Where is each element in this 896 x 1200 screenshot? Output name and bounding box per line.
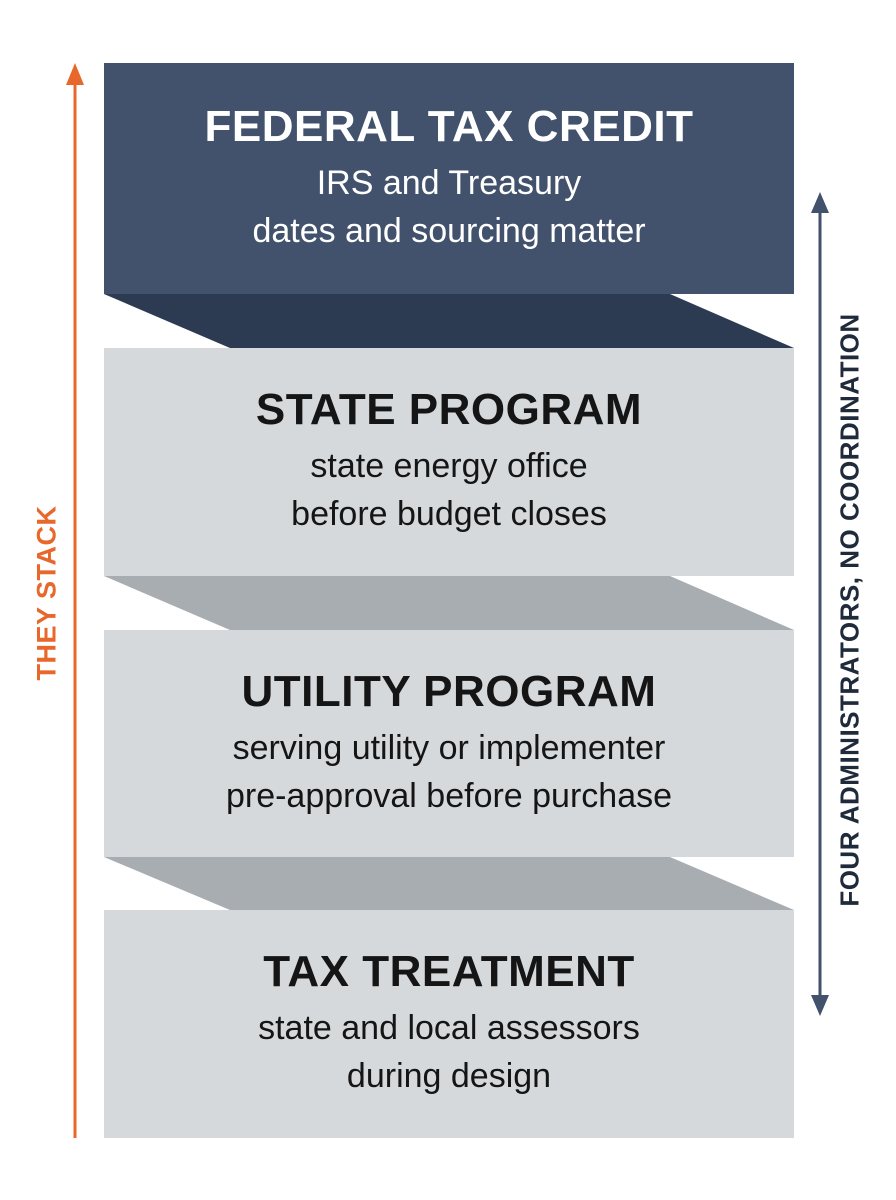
double-headed-arrow-icon [811,192,829,1016]
layer-tax-treatment: TAX TREATMENT state and local assessors … [104,910,794,1138]
layer-federal-tax-credit: FEDERAL TAX CREDIT IRS and Treasury date… [104,63,794,294]
connector-federal-to-state [104,294,794,348]
layer-administrator: serving utility or implementer [232,728,666,767]
layer-title: FEDERAL TAX CREDIT [204,101,694,151]
layer-administrator: IRS and Treasury [316,163,582,202]
connector-utility-to-tax [104,857,794,910]
layer-administrator: state energy office [310,447,588,486]
layer-title: TAX TREATMENT [263,947,635,997]
layer-timing-note: dates and sourcing matter [252,211,646,250]
layer-administrator: state and local assessors [258,1009,640,1048]
layer-timing-note: before budget closes [291,495,607,534]
connector-state-to-utility [104,576,794,630]
layer-title: STATE PROGRAM [255,385,643,435]
four-administrators-label: FOUR ADMINISTRATORS, NO COORDINATION [834,313,865,907]
they-stack-label: THEY STACK [31,505,62,681]
layer-utility-program: UTILITY PROGRAM serving utility or imple… [104,630,794,857]
layer-title: UTILITY PROGRAM [241,666,657,716]
layer-timing-note: during design [346,1057,552,1096]
layer-state-program: STATE PROGRAM state energy office before… [104,348,794,576]
up-arrow-icon [66,63,84,1138]
layer-timing-note: pre-approval before purchase [225,776,673,815]
